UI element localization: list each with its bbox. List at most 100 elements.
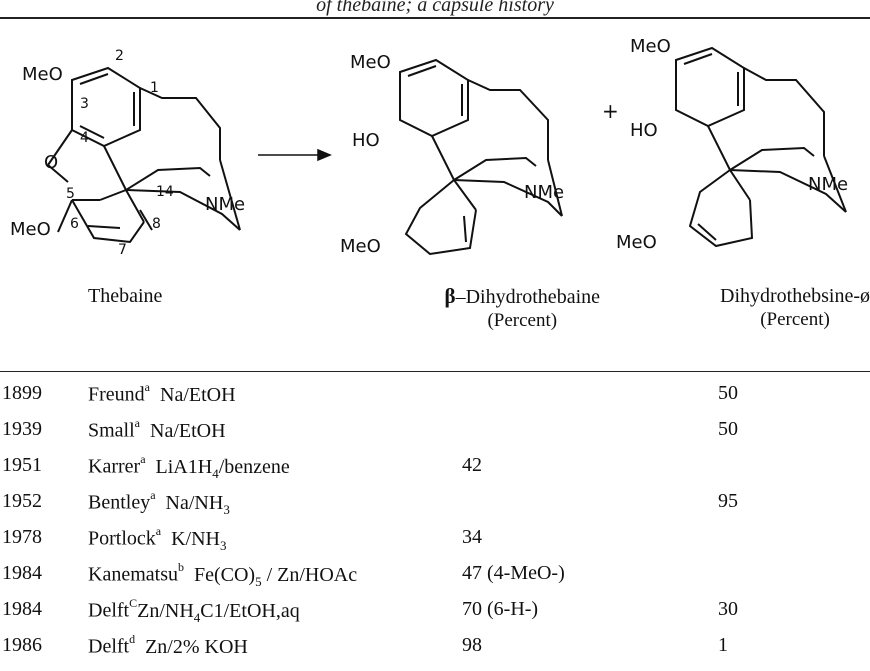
table-row: 1986 Delftd Zn/2% KOH 98 1 xyxy=(0,632,870,668)
table-row: 1984 Kanematsub Fe(CO)5 / Zn/HOAc 47 (4-… xyxy=(0,560,870,596)
author-name: Delft xyxy=(88,599,130,622)
row-year: 1978 xyxy=(2,526,42,548)
footnote-mark: b xyxy=(177,560,184,574)
reagent-subscript: 5 xyxy=(255,573,262,589)
reaction-scheme: MeO 2 1 3 4 O 5 14 NMe 8 MeO 6 7 MeO HO … xyxy=(10,36,848,258)
row-author: Portlocka K/NH3 xyxy=(88,524,227,554)
row-year: 1984 xyxy=(2,562,42,584)
thebaine-caption: Thebaine xyxy=(88,285,163,307)
reagent-text: K/NH xyxy=(171,527,220,550)
reagent: Na/EtOH xyxy=(150,420,226,442)
reagent-text: Na/EtOH xyxy=(150,419,226,442)
footnote-mark: a xyxy=(140,452,146,466)
dihydro-ho: HO xyxy=(630,120,658,141)
reagent-text: Fe(CO) xyxy=(193,563,256,586)
row-author: DelftCZn/NH4C1/EtOH,aq xyxy=(88,596,300,626)
beta-symbol: β xyxy=(444,284,456,308)
dihydro-value: 1 xyxy=(718,634,728,656)
row-year: 1899 xyxy=(2,382,42,404)
reagent: K/NH3 xyxy=(171,527,227,553)
row-author: Smalla Na/EtOH xyxy=(88,416,226,446)
beta-nme: NMe xyxy=(524,182,564,203)
reagent-text: Na/EtOH xyxy=(160,383,236,406)
dihydro-meo-bottom: MeO xyxy=(616,232,657,253)
beta-value: 70 (6-H-) xyxy=(462,598,539,620)
beta-ho: HO xyxy=(352,130,380,151)
beta-unit: (Percent) xyxy=(487,310,558,331)
thebaine-position-7: 7 xyxy=(118,242,127,258)
author-name: Kanematsu xyxy=(88,563,178,586)
reagent-text-tail: / Zn/HOAc xyxy=(261,563,358,586)
row-author: Kanematsub Fe(CO)5 / Zn/HOAc xyxy=(88,560,358,590)
thebaine-position-2: 2 xyxy=(115,48,124,64)
dihydro-unit: (Percent) xyxy=(760,309,830,330)
row-year: 1951 xyxy=(2,454,42,476)
beta-value: 98 xyxy=(462,634,482,656)
footnote-mark: d xyxy=(129,632,136,646)
beta-dihydrothebaine-structure xyxy=(399,58,563,256)
dihydro-caption: Dihydrothebsine-ø xyxy=(720,285,870,307)
beta-value: 34 xyxy=(462,526,482,548)
reagent: Zn/NH4C1/EtOH,aq xyxy=(137,599,300,625)
row-year: 1939 xyxy=(2,418,42,440)
row-author: Bentleya Na/NH3 xyxy=(88,488,230,518)
thebaine-ring-oxygen: O xyxy=(44,152,58,173)
dihydro-value: 50 xyxy=(718,382,738,404)
beta-value: 42 xyxy=(462,454,482,476)
row-year: 1986 xyxy=(2,634,42,656)
table-row: 1952 Bentleya Na/NH3 95 xyxy=(0,488,870,524)
dihydro-value: 50 xyxy=(718,418,738,440)
thebaine-meo-top: MeO xyxy=(22,64,63,85)
table-rule xyxy=(0,371,870,372)
thebaine-structure xyxy=(46,66,241,244)
column-header-beta: β–Dihydrothebaine (Percent) xyxy=(445,284,600,333)
dihydrothebaine-phi-structure xyxy=(675,46,847,248)
top-rule xyxy=(0,17,870,19)
reagent-subscript: 4 xyxy=(193,609,201,625)
dihydro-value: 30 xyxy=(718,598,738,620)
author-name: Freund xyxy=(88,383,145,406)
beta-value: 47 (4-MeO-) xyxy=(462,562,565,584)
column-header-dihydro: Dihydrothebsine-ø (Percent) xyxy=(720,284,870,332)
footnote-mark: a xyxy=(134,416,140,430)
row-author: Delftd Zn/2% KOH xyxy=(88,632,248,662)
author-name: Portlock xyxy=(88,527,156,550)
reagent-text: Na/NH xyxy=(165,491,224,514)
reagent: Zn/2% KOH xyxy=(145,636,248,658)
reagent: Na/NH3 xyxy=(165,491,230,517)
thebaine-position-3: 3 xyxy=(80,96,89,112)
row-author: Freunda Na/EtOH xyxy=(88,380,236,410)
author-name: Karrer xyxy=(88,455,141,478)
footnote-mark: a xyxy=(144,380,150,394)
row-year: 1984 xyxy=(2,598,42,620)
author-name: Delft xyxy=(88,635,130,658)
table-row: 1899 Freunda Na/EtOH 50 xyxy=(0,380,870,416)
thebaine-meo-bottom: MeO xyxy=(10,219,51,240)
reagent-text: Zn/NH xyxy=(137,599,194,622)
reagent-subscript: 3 xyxy=(220,537,227,553)
column-header-thebaine: Thebaine xyxy=(88,284,162,308)
dihydro-meo-top: MeO xyxy=(630,36,671,57)
table-row: 1939 Smalla Na/EtOH 50 xyxy=(0,416,870,452)
thebaine-position-14: 14 xyxy=(156,184,174,200)
reaction-arrow xyxy=(258,148,332,162)
reagent-subscript: 4 xyxy=(212,465,219,481)
footnote-mark: a xyxy=(155,524,162,538)
author-name: Bentley xyxy=(88,491,151,514)
row-author: Karrera LiA1H4/benzene xyxy=(88,452,290,482)
reagent-subscript: 3 xyxy=(223,501,230,517)
footnote-mark: C xyxy=(129,596,138,610)
thebaine-nme: NMe xyxy=(205,194,245,215)
running-header: of thebaine; a capsule history xyxy=(316,0,554,16)
table-row: 1978 Portlocka K/NH3 34 xyxy=(0,524,870,560)
beta-caption: –Dihydrothebaine xyxy=(455,286,600,308)
dihydro-value: 95 xyxy=(718,490,738,512)
reagent: Fe(CO)5 / Zn/HOAc xyxy=(193,563,358,589)
reagent: Na/EtOH xyxy=(160,384,236,406)
plus-sign: + xyxy=(602,99,619,123)
reagent-text-tail: C1/EtOH,aq xyxy=(200,599,300,622)
reagent-text: Zn/2% KOH xyxy=(145,635,248,658)
thebaine-position-1: 1 xyxy=(150,80,159,96)
footnote-mark: a xyxy=(150,488,156,502)
table-row: 1951 Karrera LiA1H4/benzene 42 xyxy=(0,452,870,488)
